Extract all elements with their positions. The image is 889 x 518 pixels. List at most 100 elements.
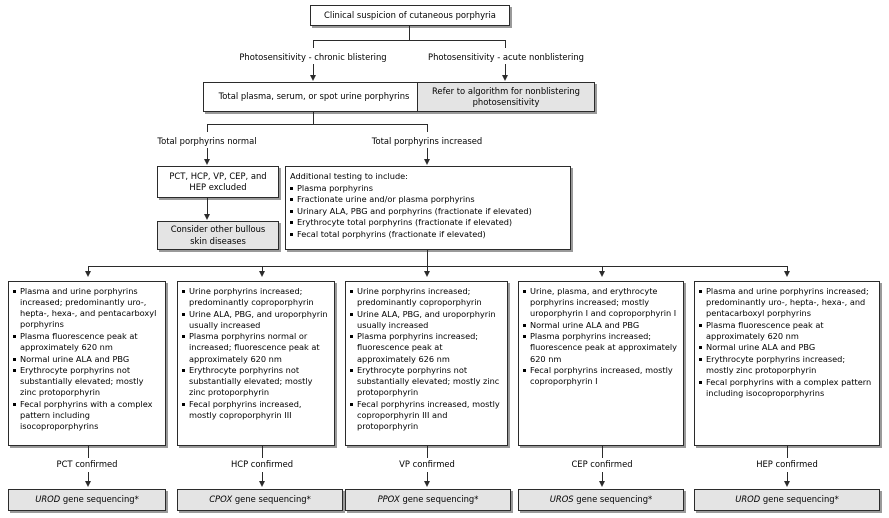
gene-name-pct: UROD gene sequencing* — [35, 494, 139, 505]
node-additional-testing[interactable]: Additional testing to include: Plasma po… — [285, 166, 571, 250]
node-total-plasma-label: Total plasma, serum, or spot urine porph… — [218, 91, 410, 102]
arrowhead-to-total-plasma — [310, 75, 316, 81]
label-total-porphyrins-normal: Total porphyrins normal — [157, 136, 257, 146]
node-pct-hcp-vp-cep-hep-excluded[interactable]: PCT, HCP, VP, CEP, and HEP excluded — [157, 166, 279, 198]
node-consider-label: Consider other bullous skin diseases — [170, 224, 266, 246]
list-item: Fecal porphyrins increased, mostly copro… — [182, 399, 330, 421]
arrowhead-column-hep — [784, 271, 790, 277]
arrowhead-column-pct — [85, 271, 91, 277]
connector-additional-testing-stem — [427, 250, 428, 266]
list-item: Fecal porphyrins increased, mostly copro… — [350, 399, 503, 432]
gene-box-cep[interactable]: UROS gene sequencing* — [518, 489, 684, 511]
list-item: Plasma fluorescence peak at approximatel… — [13, 331, 161, 353]
gene-name-hep: UROD gene sequencing* — [735, 494, 839, 505]
gene-box-vp[interactable]: PPOX gene sequencing* — [345, 489, 511, 511]
arrowhead-column-vp — [424, 271, 430, 277]
list-item: Erythrocyte total porphyrins (fractionat… — [290, 217, 566, 228]
list-item: Fecal total porphyrins (fractionate if e… — [290, 229, 566, 240]
arrowhead-to-consider-box — [204, 214, 210, 220]
node-clinical-suspicion-label: Clinical suspicion of cutaneous porphyri… — [324, 9, 496, 20]
connector-branch1-left-drop — [313, 40, 314, 48]
connector-excluded-to-consider — [207, 198, 208, 215]
connector-to-total-plasma — [313, 64, 314, 76]
connector-fanout-cep — [602, 266, 603, 272]
label-hep-confirmed: HEP confirmed — [756, 459, 818, 469]
node-refer-algorithm-label: Refer to algorithm for nonblistering pho… — [431, 85, 581, 107]
arrowhead-cep-gene — [599, 481, 605, 487]
list-item: Urine porphyrins increased; predominantl… — [350, 286, 503, 308]
connector-fanout-bus — [88, 266, 787, 267]
node-excluded-label: PCT, HCP, VP, CEP, and HEP excluded — [169, 170, 267, 192]
connector-vp-to-confirmed — [427, 446, 428, 458]
connector-fanout-pct — [88, 266, 89, 272]
gene-suffix-hcp: gene sequencing* — [232, 494, 311, 505]
arrowhead-hep-gene — [784, 481, 790, 487]
connector-vp-confirmed-to-gene — [427, 472, 428, 482]
gene-symbol-vp: PPOX — [377, 494, 400, 505]
label-vp-confirmed: VP confirmed — [399, 459, 455, 469]
findings-box-cep[interactable]: Urine, plasma, and erythrocyte porphyrin… — [518, 281, 684, 446]
connector-to-refer-algorithm — [505, 64, 506, 76]
list-item: Normal urine ALA and PBG — [523, 320, 679, 331]
gene-suffix-vp: gene sequencing* — [399, 494, 479, 505]
gene-name-hcp: CPOX gene sequencing* — [209, 494, 311, 505]
node-consider-bullous-skin-diseases[interactable]: Consider other bullous skin diseases — [157, 221, 279, 250]
gene-symbol-pct: UROD — [35, 494, 61, 505]
list-item: Plasma porphyrins increased; fluorescenc… — [350, 331, 503, 364]
list-item: Fecal porphyrins with a complex pattern … — [699, 377, 875, 399]
gene-symbol-cep: UROS — [549, 494, 574, 505]
list-item: Plasma porphyrins normal or increased; f… — [182, 331, 330, 364]
connector-tier2-stem — [313, 112, 314, 124]
connector-hep-to-confirmed — [787, 446, 788, 458]
label-total-porphyrins-increased: Total porphyrins increased — [371, 136, 483, 146]
list-item: Fecal porphyrins increased, mostly copro… — [523, 365, 679, 387]
additional-testing-list: Plasma porphyrins Fractionate urine and/… — [290, 183, 566, 240]
gene-suffix-hep: gene sequencing* — [760, 494, 839, 505]
list-item: Fractionate urine and/or plasma porphyri… — [290, 194, 566, 205]
connector-fanout-vp — [427, 266, 428, 272]
findings-list-hep: Plasma and urine porphyrins increased; p… — [699, 286, 875, 399]
label-chronic-blistering: Photosensitivity - chronic blistering — [239, 52, 387, 62]
list-item: Fecal porphyrins with a complex pattern … — [13, 399, 161, 432]
label-cep-confirmed: CEP confirmed — [571, 459, 633, 469]
label-hcp-confirmed: HCP confirmed — [230, 459, 294, 469]
connector-branch2-left-drop — [207, 124, 208, 132]
findings-box-pct[interactable]: Plasma and urine porphyrins increased; p… — [8, 281, 166, 446]
arrowhead-to-additional-testing — [424, 159, 430, 165]
gene-suffix-cep: gene sequencing* — [573, 494, 653, 505]
list-item: Urinary ALA, PBG and porphyrins (fractio… — [290, 206, 566, 217]
connector-hcp-confirmed-to-gene — [262, 472, 263, 482]
connector-fanout-hep — [787, 266, 788, 272]
findings-box-hep[interactable]: Plasma and urine porphyrins increased; p… — [694, 281, 880, 446]
gene-name-vp: PPOX gene sequencing* — [378, 494, 479, 505]
connector-branch2-horizontal — [207, 124, 427, 125]
gene-box-hep[interactable]: UROD gene sequencing* — [694, 489, 880, 511]
gene-suffix-pct: gene sequencing* — [60, 494, 139, 505]
arrowhead-column-hcp — [259, 271, 265, 277]
gene-box-hcp[interactable]: CPOX gene sequencing* — [177, 489, 343, 511]
list-item: Urine ALA, PBG, and uroporphyrin usually… — [350, 309, 503, 331]
gene-box-pct[interactable]: UROD gene sequencing* — [8, 489, 166, 511]
list-item: Normal urine ALA and PBG — [699, 342, 875, 353]
list-item: Plasma and urine porphyrins increased; p… — [13, 286, 161, 330]
gene-symbol-hep: UROD — [735, 494, 761, 505]
list-item: Erythrocyte porphyrins not substantially… — [350, 365, 503, 398]
node-total-plasma-serum-urine[interactable]: Total plasma, serum, or spot urine porph… — [203, 82, 425, 112]
additional-testing-heading: Additional testing to include: — [290, 171, 408, 181]
node-clinical-suspicion[interactable]: Clinical suspicion of cutaneous porphyri… — [310, 5, 510, 26]
arrowhead-vp-gene — [424, 481, 430, 487]
connector-to-excluded-box — [207, 148, 208, 160]
connector-branch1-horizontal — [313, 40, 506, 41]
label-acute-nonblistering: Photosensitivity - acute nonblistering — [428, 52, 584, 62]
node-refer-nonblistering-algorithm[interactable]: Refer to algorithm for nonblistering pho… — [417, 82, 595, 112]
list-item: Plasma fluorescence peak at approximatel… — [699, 320, 875, 342]
list-item: Erythrocyte porphyrins increased; mostly… — [699, 354, 875, 376]
arrowhead-pct-gene — [85, 481, 91, 487]
findings-box-vp[interactable]: Urine porphyrins increased; predominantl… — [345, 281, 508, 446]
list-item: Plasma and urine porphyrins increased; p… — [699, 286, 875, 319]
findings-list-pct: Plasma and urine porphyrins increased; p… — [13, 286, 161, 432]
connector-root-stem — [409, 26, 410, 40]
arrowhead-to-excluded-box — [204, 159, 210, 165]
findings-box-hcp[interactable]: Urine porphyrins increased; predominantl… — [177, 281, 335, 446]
list-item: Urine, plasma, and erythrocyte porphyrin… — [523, 286, 679, 319]
